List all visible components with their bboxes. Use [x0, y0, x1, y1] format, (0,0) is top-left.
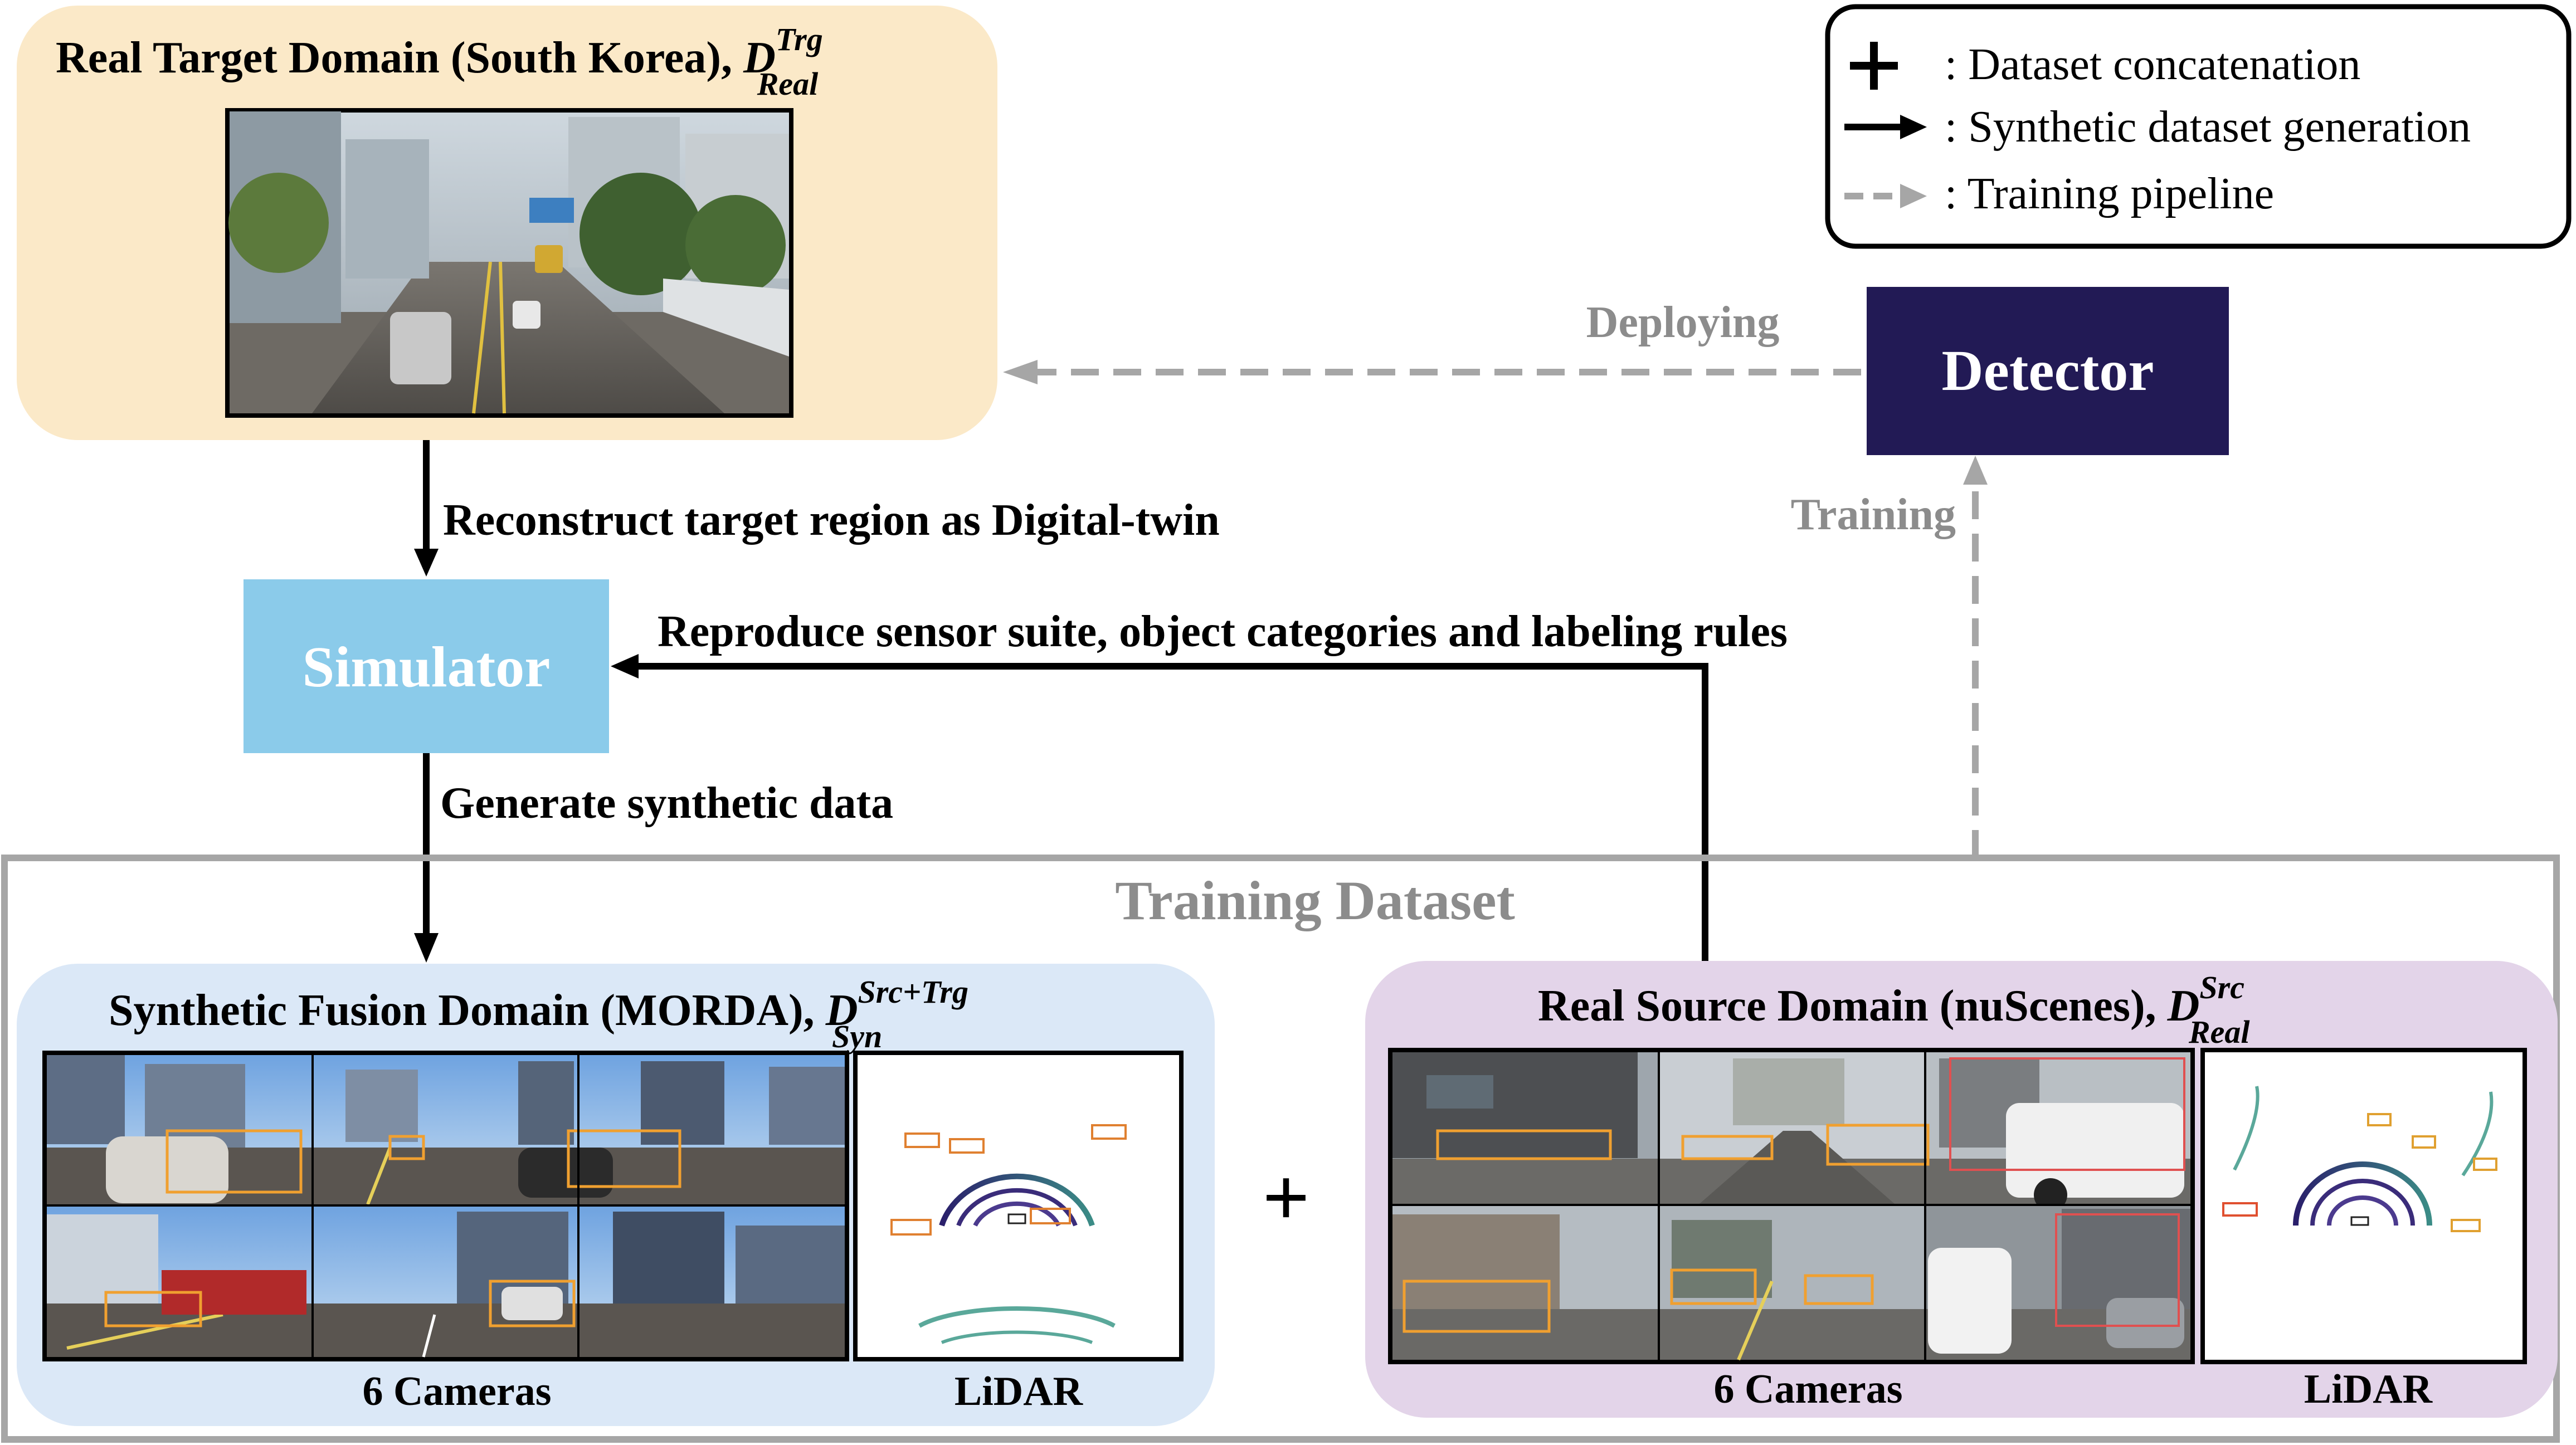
reproduce-edge: Reproduce sensor suite, object categorie…	[611, 607, 1788, 961]
generate-label: Generate synthetic data	[440, 779, 893, 828]
legend-label-training: : Training pipeline	[1945, 169, 2274, 218]
deploying-label: Deploying	[1586, 298, 1780, 347]
reconstruct-edge: Reconstruct target region as Digital-twi…	[414, 440, 1220, 577]
simulator-label: Simulator	[303, 635, 551, 699]
generate-edge: Generate synthetic data	[414, 753, 893, 963]
training-edge: Training	[1791, 456, 1988, 858]
solid-arrow-icon	[1844, 115, 1927, 139]
training-dataset-title: Training Dataset	[1115, 870, 1515, 931]
plus-icon	[1850, 42, 1898, 90]
synthetic-lidar-view	[853, 1051, 1184, 1361]
dashed-arrow-icon	[1844, 184, 1927, 208]
synthetic-cameras-label: 6 Cameras	[362, 1369, 551, 1414]
synthetic-camera-grid	[42, 1051, 849, 1361]
synthetic-domain-panel: Synthetic Fusion Domain (MORDA), DSrc+Tr…	[17, 964, 1215, 1426]
source-camera-grid	[1388, 1048, 2195, 1364]
simulator-node: Simulator	[244, 579, 609, 753]
reproduce-label: Reproduce sensor suite, object categorie…	[658, 607, 1788, 656]
detector-label: Detector	[1941, 339, 2154, 403]
target-street-photo	[225, 108, 793, 418]
reconstruct-label: Reconstruct target region as Digital-twi…	[443, 496, 1220, 545]
concat-plus-icon: +	[1262, 1151, 1309, 1244]
source-lidar-label: LiDAR	[2304, 1366, 2433, 1412]
training-label: Training	[1791, 490, 1956, 539]
legend-label-generation: : Synthetic dataset generation	[1945, 102, 2471, 152]
source-lidar-view	[2200, 1048, 2527, 1364]
legend-label-concat: : Dataset concatenation	[1945, 40, 2360, 89]
source-cameras-label: 6 Cameras	[1713, 1366, 1902, 1412]
detector-node: Detector	[1867, 287, 2229, 455]
synthetic-domain-title: Synthetic Fusion Domain (MORDA), DSrc+Tr…	[109, 974, 968, 1055]
deploying-edge: Deploying	[1003, 298, 1861, 384]
synthetic-lidar-label: LiDAR	[955, 1369, 1084, 1414]
legend: : Dataset concatenation : Synthetic data…	[1825, 4, 2572, 249]
